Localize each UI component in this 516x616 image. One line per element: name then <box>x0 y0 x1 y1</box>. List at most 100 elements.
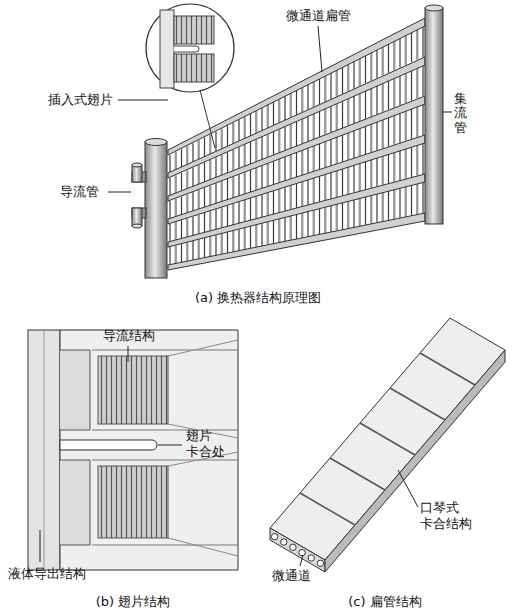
fin-stroke <box>296 215 297 240</box>
fin-stroke <box>382 47 384 76</box>
fin-stroke <box>347 98 349 125</box>
flat-tube <box>168 174 425 247</box>
fin-stroke <box>284 96 285 120</box>
fin-stroke <box>422 182 423 213</box>
part-label: 液体导出结构 <box>8 566 86 582</box>
fin-stroke <box>290 216 292 240</box>
leader-lines <box>40 346 182 562</box>
fin-stroke <box>307 116 308 141</box>
fin-stroke <box>198 190 200 209</box>
harmonica-seam <box>360 423 415 455</box>
fin-stroke <box>376 194 377 223</box>
harmonica-seam <box>330 458 385 490</box>
fin-stroke <box>307 180 308 205</box>
part-label: 口琴式 卡合结构 <box>420 500 476 531</box>
fin-stroke <box>215 157 216 177</box>
fin-stroke <box>336 204 338 231</box>
fin-stroke <box>416 183 418 214</box>
fin-stroke <box>336 104 338 131</box>
fin-stroke <box>301 150 303 175</box>
fin-stroke <box>209 134 211 154</box>
fin-stroke <box>399 150 400 180</box>
part-label: 集流管 <box>454 92 467 135</box>
fin-stroke <box>365 126 366 154</box>
fin-stroke <box>296 184 297 209</box>
fin-stroke <box>198 165 200 184</box>
fin-stroke <box>330 73 331 99</box>
harmonica-seam <box>420 353 475 385</box>
fin-stroke <box>215 183 216 203</box>
fin-stroke <box>186 243 188 262</box>
fin-stroke <box>342 135 343 162</box>
fin-stroke <box>330 106 331 132</box>
fin-stroke <box>273 191 274 214</box>
harmonica-seam <box>300 493 355 525</box>
fin-stroke <box>198 140 200 159</box>
fin-stroke <box>255 196 257 218</box>
fin-stroke <box>284 187 285 211</box>
fin-stroke <box>278 129 280 153</box>
fin-stroke <box>393 115 395 145</box>
fin-stroke <box>267 134 269 157</box>
fin-stroke <box>347 64 349 91</box>
fin-stroke <box>313 178 315 203</box>
fin-stroke <box>324 207 326 233</box>
fin-stroke <box>376 49 377 78</box>
fin-stroke <box>244 145 246 167</box>
fin-stroke <box>405 149 407 179</box>
micro-channel <box>271 533 277 539</box>
fin-stroke <box>399 38 400 68</box>
fin-stroke <box>353 165 354 192</box>
fin-stroke <box>198 240 200 259</box>
fin-stroke <box>181 149 182 168</box>
fin-stroke <box>411 108 412 138</box>
fin-stroke <box>290 124 292 148</box>
fin-stroke <box>232 204 234 225</box>
fin-stroke <box>416 29 418 60</box>
subfigure-caption: (c) 扁管结构 <box>348 594 421 610</box>
fin-stroke <box>301 88 303 113</box>
fin-stroke <box>181 197 182 216</box>
fin-stroke <box>255 111 257 133</box>
fin-stroke <box>186 218 188 237</box>
fin-stroke <box>359 128 361 156</box>
fin-stroke <box>411 70 412 100</box>
fin-stroke <box>347 201 349 228</box>
fin-stroke <box>313 82 315 107</box>
fin-stroke <box>261 108 262 131</box>
fin-stroke <box>342 203 343 230</box>
fin-stroke <box>267 193 269 216</box>
fin-stroke <box>301 182 303 207</box>
fin-stroke <box>238 229 239 251</box>
fin-stroke <box>209 160 211 180</box>
fin-stroke <box>416 68 418 99</box>
fin-stroke <box>181 220 182 239</box>
right-header <box>425 8 443 224</box>
fin-stroke <box>261 195 262 218</box>
fin-stroke <box>359 58 361 86</box>
fin-stroke <box>296 153 297 178</box>
magnified-fin <box>146 4 234 148</box>
fin-stroke <box>232 231 234 252</box>
fin-stroke <box>278 189 280 213</box>
fin-stroke <box>330 172 331 198</box>
left-header <box>145 142 167 278</box>
fin-stroke <box>393 41 395 71</box>
fin-stroke <box>376 122 377 151</box>
fin-stroke <box>422 104 423 135</box>
fin-stroke <box>215 132 216 152</box>
fin-stroke <box>388 44 389 73</box>
fin-stroke <box>267 164 269 187</box>
fin-stroke <box>204 238 205 258</box>
fin-stroke <box>422 26 423 57</box>
fin-stroke <box>221 129 223 150</box>
fin-stroke <box>388 154 389 183</box>
fin-stroke <box>284 217 285 241</box>
part-label: 插入式翅片 <box>48 92 113 108</box>
fin-stroke <box>175 175 177 193</box>
fin-stroke <box>365 91 366 119</box>
fin-stroke <box>186 194 188 213</box>
fin-stroke <box>382 192 384 221</box>
fin-stroke <box>250 226 251 248</box>
fin-stroke <box>198 215 200 234</box>
